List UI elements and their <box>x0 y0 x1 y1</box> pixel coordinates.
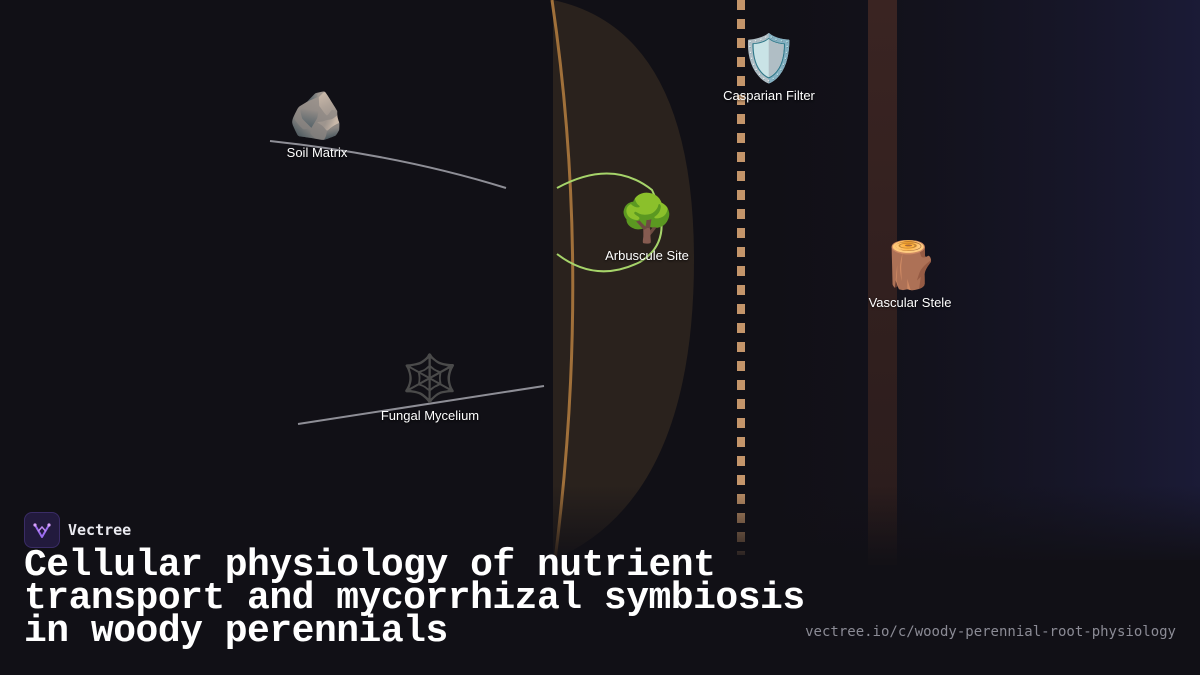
rock-icon: 🪨 <box>288 88 346 142</box>
root-cortex <box>553 0 694 560</box>
wood-log-icon: 🪵 <box>881 238 939 292</box>
arbuscule-curve <box>556 172 663 273</box>
node-label: Vascular Stele <box>868 295 952 310</box>
tree-icon: 🌳 <box>618 191 676 245</box>
bottom-fade-overlay <box>0 485 1200 675</box>
page-title: Cellular physiology of nutrient transpor… <box>24 544 805 653</box>
soil-hypha-line <box>269 140 507 189</box>
node-fungal-mycelium: 🕸️ Fungal Mycelium <box>381 352 479 423</box>
mycelium-hypha-line <box>297 385 545 425</box>
brand-name: Vectree <box>68 521 132 539</box>
vascular-region-glow <box>760 0 1200 560</box>
node-vascular-stele: 🪵 Vascular Stele <box>869 239 952 310</box>
node-label: Casparian Filter <box>723 88 815 103</box>
vascular-stele-band <box>868 0 897 565</box>
node-label: Soil Matrix <box>286 145 348 160</box>
node-label: Fungal Mycelium <box>380 408 480 423</box>
page-url[interactable]: vectree.io/c/woody-perennial-root-physio… <box>805 624 1176 640</box>
shield-icon: 🛡️ <box>740 31 798 85</box>
spider-web-icon: 🕸️ <box>401 351 459 405</box>
node-soil-matrix: 🪨 Soil Matrix <box>287 89 348 160</box>
node-arbuscule-site: 🌳 Arbuscule Site <box>605 192 689 263</box>
brand[interactable]: Vectree <box>24 512 131 548</box>
vectree-logo-icon <box>24 512 60 548</box>
node-casparian-filter: 🛡️ Casparian Filter <box>723 32 815 103</box>
root-epidermis-edge <box>550 0 575 561</box>
node-label: Arbuscule Site <box>605 248 689 263</box>
